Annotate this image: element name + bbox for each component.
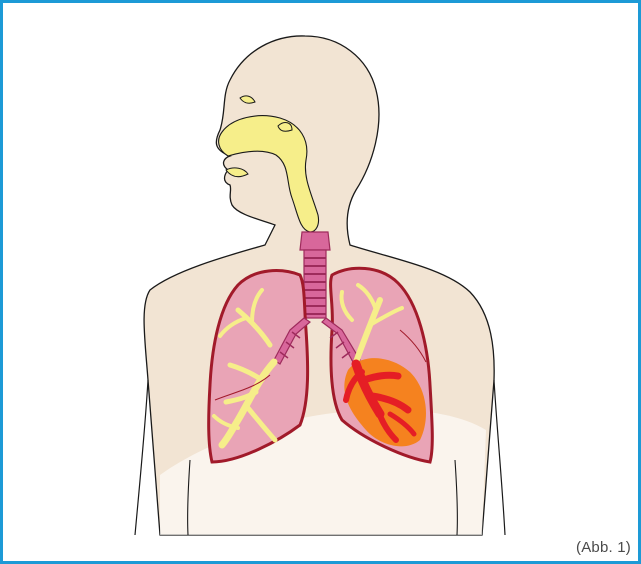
larynx bbox=[300, 232, 330, 250]
right-arm-line bbox=[494, 380, 505, 535]
figure-caption: (Abb. 1) bbox=[576, 539, 631, 556]
left-arm-line bbox=[135, 380, 148, 535]
trachea bbox=[304, 250, 326, 318]
ear-canal bbox=[278, 123, 292, 132]
